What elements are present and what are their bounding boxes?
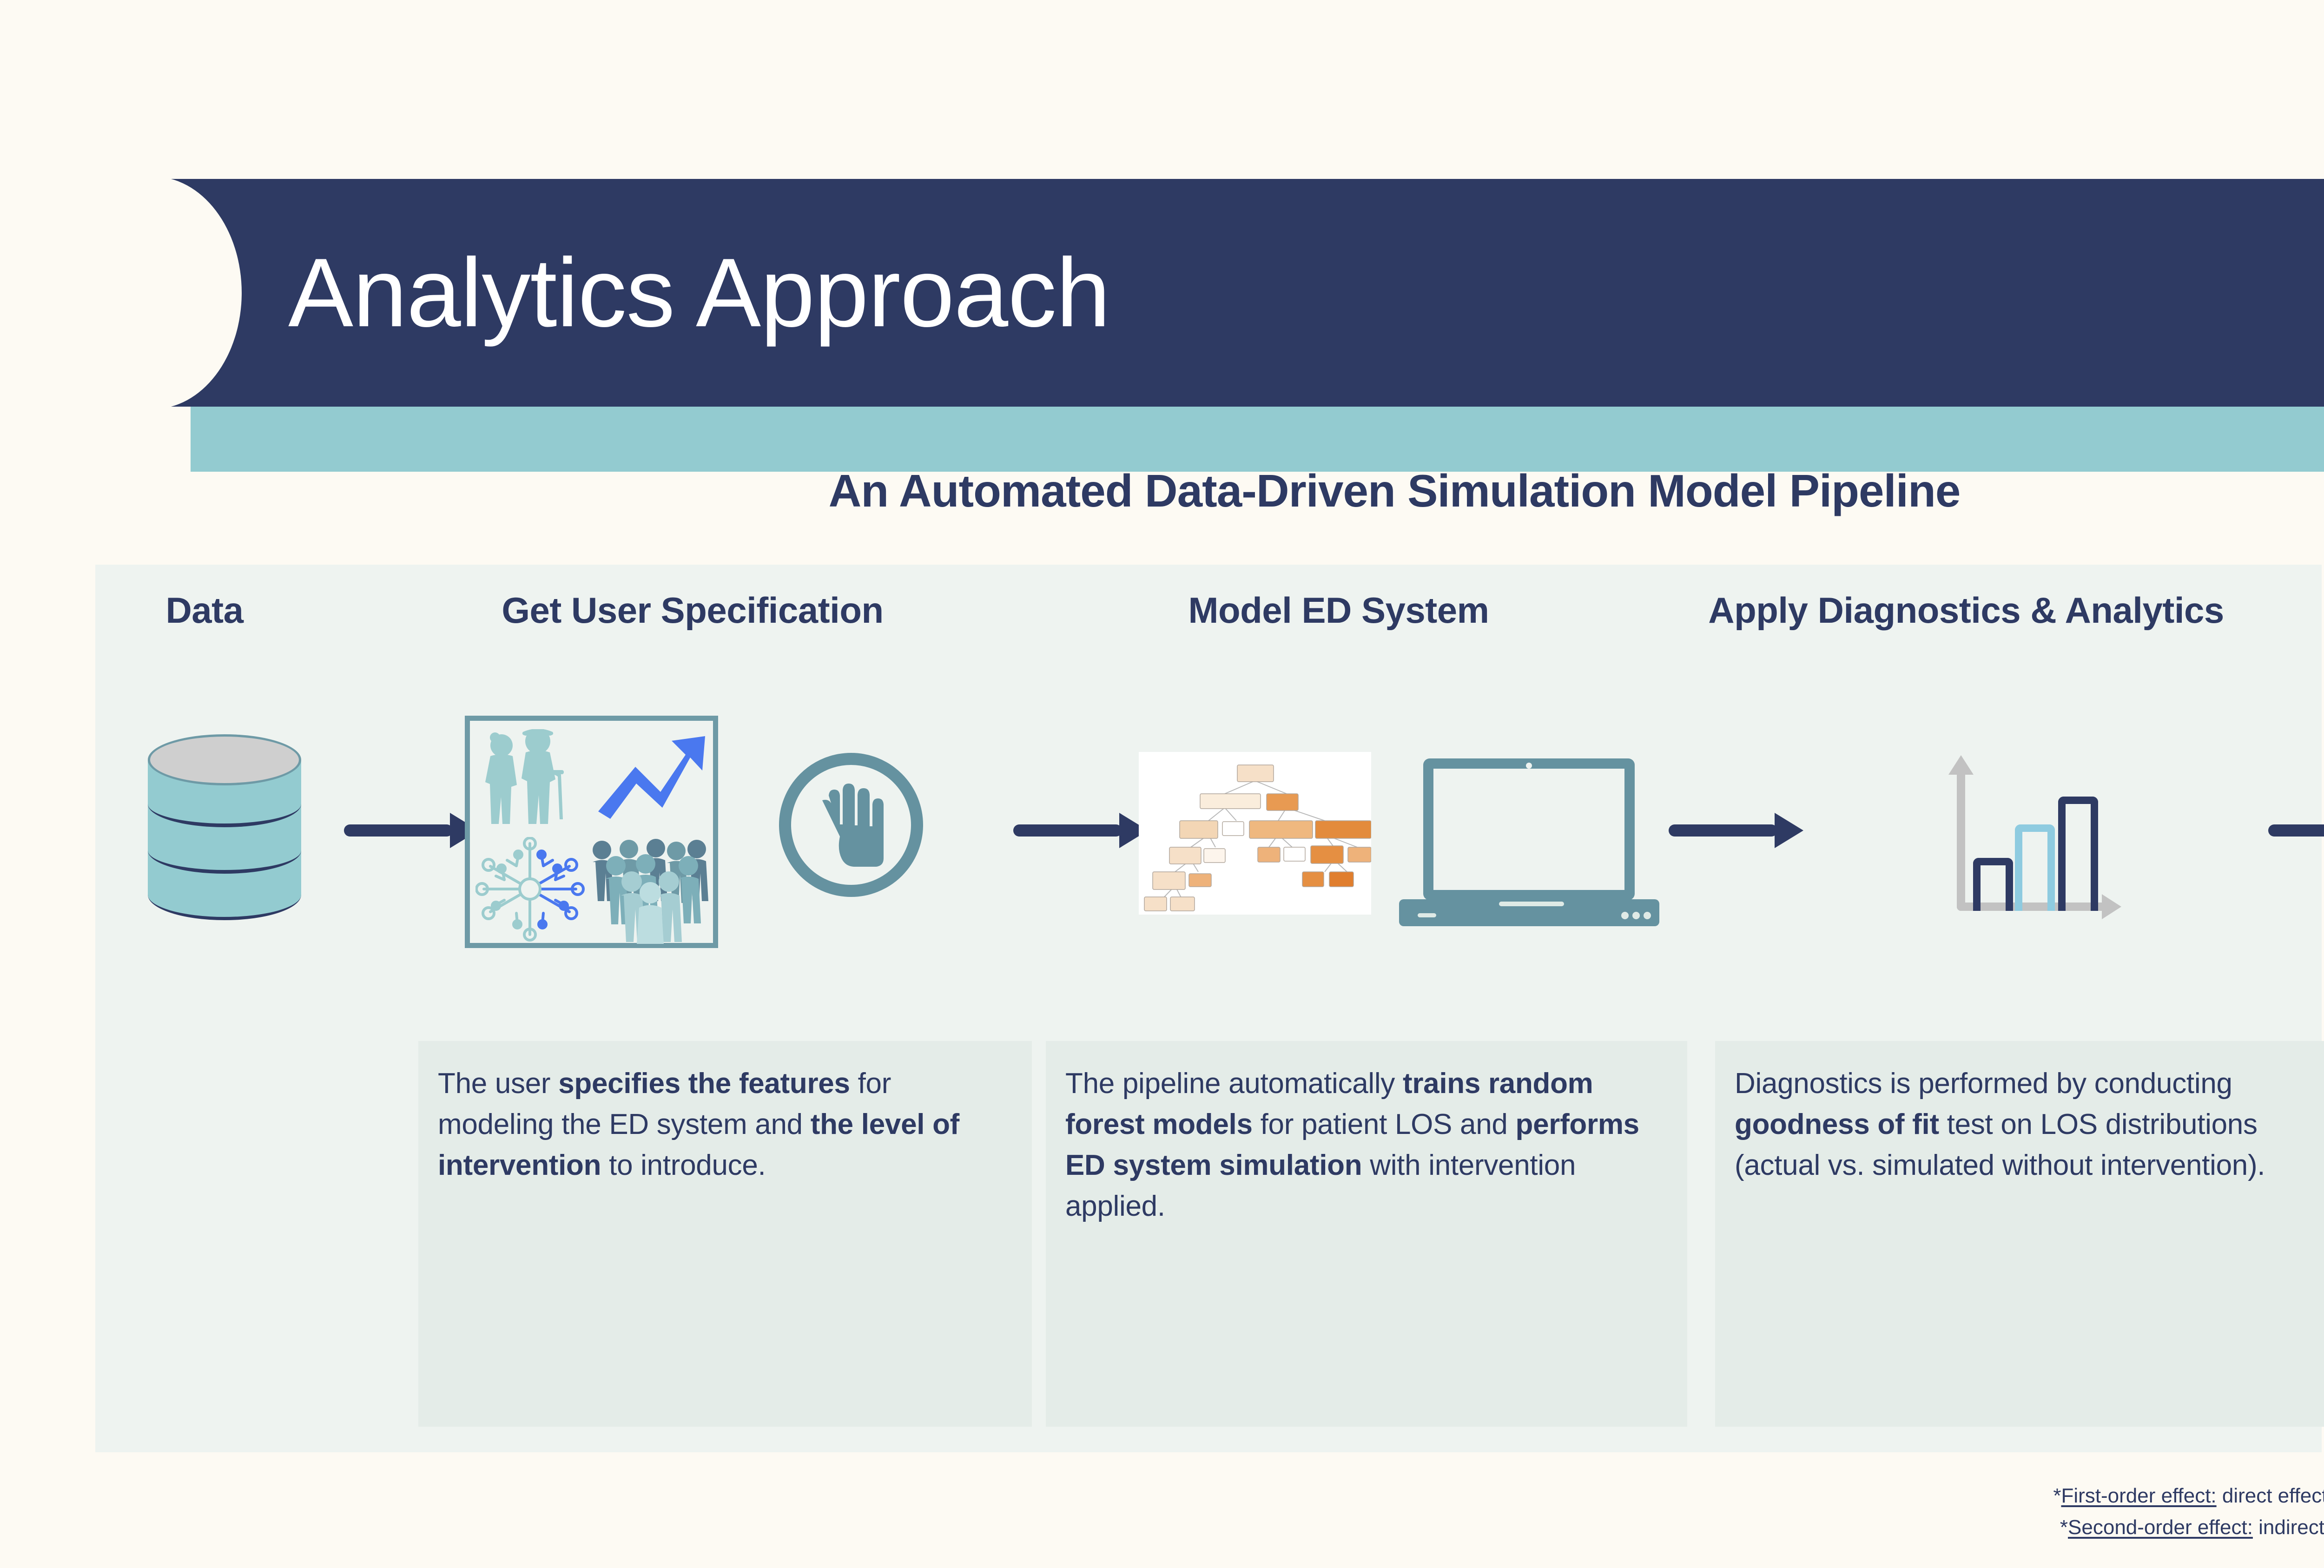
footnote-line: *First-order effect: direct effect of re… [2053,1480,2324,1512]
flow-arrow-4 [2268,820,2324,841]
footnote-body: direct effect of reducing long LOS of co… [2222,1484,2324,1507]
laptop-port-dot-3 [1644,912,1651,919]
footnote-body: indirect effects on patients not requiri… [2258,1516,2324,1539]
x-axis-arrowhead [2102,894,2121,919]
card-text: with intervention applied. [1065,1149,1576,1223]
card-text: for modeling the ED system and [438,1067,891,1141]
step-header-impact: Impact [2319,590,2324,631]
description-card-1: The user specifies the features for mode… [418,1041,1032,1427]
snowflake-icon [475,837,585,942]
footnotes: *First-order effect: direct effect of re… [2053,1480,2324,1543]
flow-arrow-3 [1669,813,1803,848]
step-header-spec: Get User Specification [502,590,884,631]
card-text-bold: goodness of fit [1735,1108,1939,1141]
laptop-trackpad [1499,902,1564,906]
chart-bar-1 [1973,858,2013,911]
laptop-webcam-dot [1526,763,1532,769]
card-text-bold: trains random forest models [1065,1067,1593,1141]
arrow-shaft [344,824,453,837]
chart-bar-2 [2015,824,2055,911]
description-card-2: The pipeline automatically trains random… [1046,1041,1687,1427]
arrow-head [1775,813,1803,848]
crowd-people-icon [593,839,708,944]
card-text: The user [438,1067,559,1100]
card-text: Diagnostics is performed by conducting [1735,1067,2232,1100]
laptop-screen [1423,758,1635,900]
flow-arrow-1 [344,813,479,848]
footnote-asterisk: * [2053,1484,2061,1507]
flow-arrow-2 [1013,813,1148,848]
laptop-port-dot-1 [1621,912,1629,919]
card-text-bold: the level of intervention [438,1108,960,1182]
user-specification-panel-icon [465,716,718,948]
y-axis [1957,767,1965,911]
hand-glyph [822,784,884,867]
x-axis [1957,903,2110,911]
bar-chart-icon [1938,739,2133,934]
page-title: Analytics Approach [288,238,1110,347]
card-text: test on LOS distributions (actual vs. si… [1735,1108,2265,1182]
card-text-bold: performs ED system simulation [1065,1108,1639,1182]
card-text: to introduce. [601,1149,766,1182]
step-header-data: Data [165,590,244,631]
trending-up-arrow-icon [598,736,705,819]
description-card-3: Diagnostics is performed by conducting g… [1715,1041,2324,1427]
database-icon [148,734,301,920]
card-text: The pipeline automatically [1065,1067,1403,1100]
database-ring-1 [148,781,301,827]
card-text: for patient LOS and [1252,1108,1516,1141]
footnote-line: *Second-order effect: indirect effects o… [2053,1512,2324,1543]
footnote-term: First-order effect: [2061,1484,2217,1507]
banner-left-notch [65,177,242,409]
step-header-model: Model ED System [1188,590,1489,631]
database-top-disc [148,734,301,785]
elderly-couple-icon [485,729,564,824]
database-bottom [148,869,301,920]
database-ring-2 [148,827,301,874]
footnote-term: Second-order effect: [2068,1516,2253,1539]
arrow-shaft [1013,824,1122,837]
decision-tree-icon [1139,752,1372,915]
arrow-shaft [1669,824,1777,837]
laptop-left-dash [1418,913,1436,917]
chart-bar-3 [2058,797,2098,911]
card-text-bold: specifies the features [558,1067,850,1100]
laptop-icon [1399,758,1659,930]
step-header-diagnostics: Apply Diagnostics & Analytics [1708,590,2224,631]
footnote-asterisk: * [2060,1516,2068,1539]
banner-bar-navy [148,179,2324,407]
page-subtitle: An Automated Data-Driven Simulation Mode… [828,465,1961,516]
title-banner: Analytics Approach [0,167,2324,472]
stop-hand-icon [779,753,923,897]
arrow-shaft [2268,824,2324,837]
laptop-port-dot-2 [1632,912,1640,919]
decision-tree-graph [1144,764,1372,911]
